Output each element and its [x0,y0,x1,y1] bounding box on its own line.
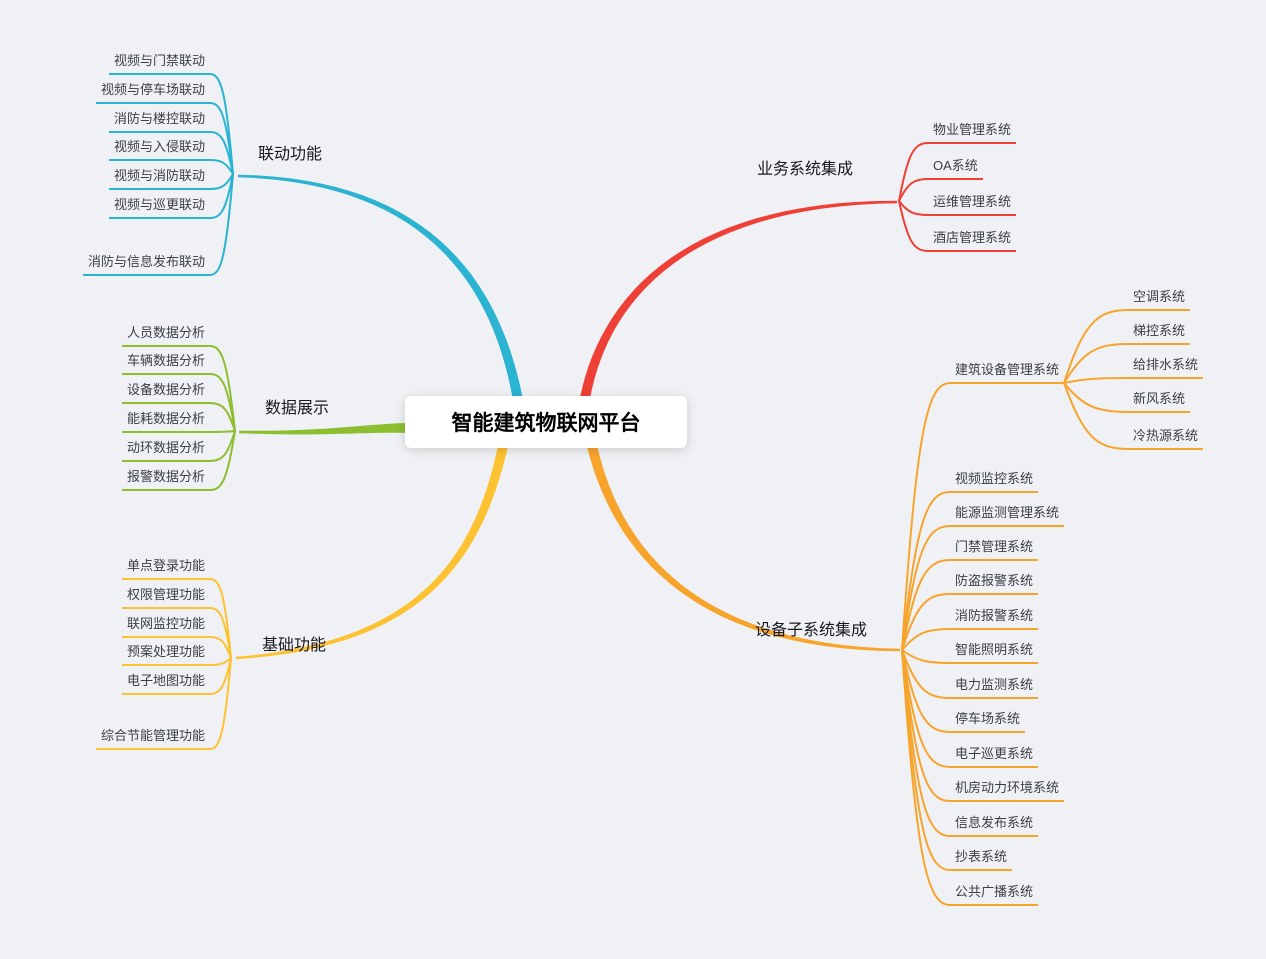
central-topic[interactable]: 智能建筑物联网平台 [405,396,687,448]
branch-node-business-system-integration[interactable]: 业务系统集成 [757,161,854,178]
connector-edge [209,430,236,433]
connector-edge [1063,309,1129,384]
connector-edge [898,142,929,202]
connector-edge [901,382,951,651]
mindmap-node[interactable]: 消防与信息发布联动 [82,254,210,276]
connector-edge [901,628,951,651]
mindmap-node[interactable]: 公共广播系统 [950,884,1039,906]
mindmap-node[interactable]: 空调系统 [1128,289,1191,311]
mindmap-node[interactable]: 抄表系统 [950,849,1013,871]
connector-edge [238,174,523,401]
mindmap-node[interactable]: 预案处理功能 [121,644,210,666]
mindmap-node[interactable]: OA系统 [928,158,983,180]
mindmap-node[interactable]: 消防报警系统 [950,608,1039,630]
mindmap-node[interactable]: 新风系统 [1128,391,1191,413]
connector-edge [898,178,929,202]
connector-edge [901,491,951,651]
mindmap-node[interactable]: 视频监控系统 [950,471,1039,493]
mindmap-node[interactable]: 给排水系统 [1128,357,1204,379]
connector-edge [209,173,234,190]
mindmap-node[interactable]: 停车场系统 [950,711,1026,733]
connector-edge [209,345,236,432]
connector-edge [901,649,951,906]
mindmap-node[interactable]: 建筑设备管理系统 [950,362,1065,384]
connector-edge [901,559,951,651]
mindmap-node[interactable]: 动环数据分析 [121,440,210,462]
mindmap-node[interactable]: 权限管理功能 [121,587,210,609]
branch-node-device-subsystem-integration[interactable]: 设备子系统集成 [755,622,868,639]
branch-node-basic-functions[interactable]: 基础功能 [262,637,327,654]
connector-edge [209,657,232,750]
connector-edge [209,373,236,432]
mindmap-node[interactable]: 视频与停车场联动 [95,82,210,104]
mindmap-node[interactable]: 能耗数据分析 [121,411,210,433]
connector-edge [209,159,234,175]
mindmap-node[interactable]: 机房动力环境系统 [950,780,1065,802]
mindmap-node[interactable]: 视频与入侵联动 [108,139,210,161]
mindmap-node[interactable]: 视频与巡更联动 [108,197,210,219]
mindmap-node[interactable]: 物业管理系统 [928,122,1017,144]
mindmap-node[interactable]: 电子巡更系统 [950,746,1039,768]
mindmap-node[interactable]: 运维管理系统 [928,194,1017,216]
connector-edge [209,607,232,659]
mindmap-node[interactable]: 智能照明系统 [950,642,1039,664]
connector-edge [901,525,951,651]
mindmap-node[interactable]: 人员数据分析 [121,325,210,347]
mindmap-node[interactable]: 视频与消防联动 [108,168,210,190]
mindmap-node[interactable]: 电力监测系统 [950,677,1039,699]
connector-edge [580,200,897,399]
connector-edge [209,578,232,659]
connector-edge [901,649,951,768]
connector-edge [1063,343,1129,384]
mindmap-node[interactable]: 能源监测管理系统 [950,505,1065,527]
mindmap-node[interactable]: 报警数据分析 [121,469,210,491]
mindmap-node[interactable]: 视频与门禁联动 [108,53,210,75]
branch-node-linkage-functions[interactable]: 联动功能 [258,146,323,163]
connector-edge [901,649,951,699]
mindmap-node[interactable]: 设备数据分析 [121,382,210,404]
mindmap-node[interactable]: 防盗报警系统 [950,573,1039,595]
branch-node-data-display[interactable]: 数据展示 [265,400,330,417]
mindmap-node[interactable]: 单点登录功能 [121,558,210,580]
connector-edge [898,200,929,252]
connector-edge [239,423,408,435]
connector-edge [209,102,234,175]
connector-edge [901,593,951,651]
connector-edge [901,649,951,733]
connector-edge [898,200,929,216]
connector-edge [209,657,232,666]
mindmap-node[interactable]: 信息发布系统 [950,815,1039,837]
mindmap-node[interactable]: 电子地图功能 [121,673,210,695]
mindmap-node[interactable]: 车辆数据分析 [121,353,210,375]
mindmap-node[interactable]: 联网监控功能 [121,616,210,638]
connector-edge [1063,382,1129,450]
mindmap-node[interactable]: 酒店管理系统 [928,230,1017,252]
connector-edge [209,131,234,175]
mindmap-node[interactable]: 冷热源系统 [1128,428,1204,450]
connector-edge [209,430,236,491]
connector-edge [1063,382,1129,413]
connector-edge [235,444,508,660]
connector-edge [209,173,234,276]
mindmap-node[interactable]: 梯控系统 [1128,323,1191,345]
mindmap-node[interactable]: 门禁管理系统 [950,539,1039,561]
connector-edge [209,402,236,432]
mindmap-node[interactable]: 综合节能管理功能 [95,728,210,750]
connector-edge [901,649,951,664]
connector-edge [1063,377,1129,384]
connector-edge [209,636,232,659]
mindmap-node[interactable]: 消防与楼控联动 [108,111,210,133]
